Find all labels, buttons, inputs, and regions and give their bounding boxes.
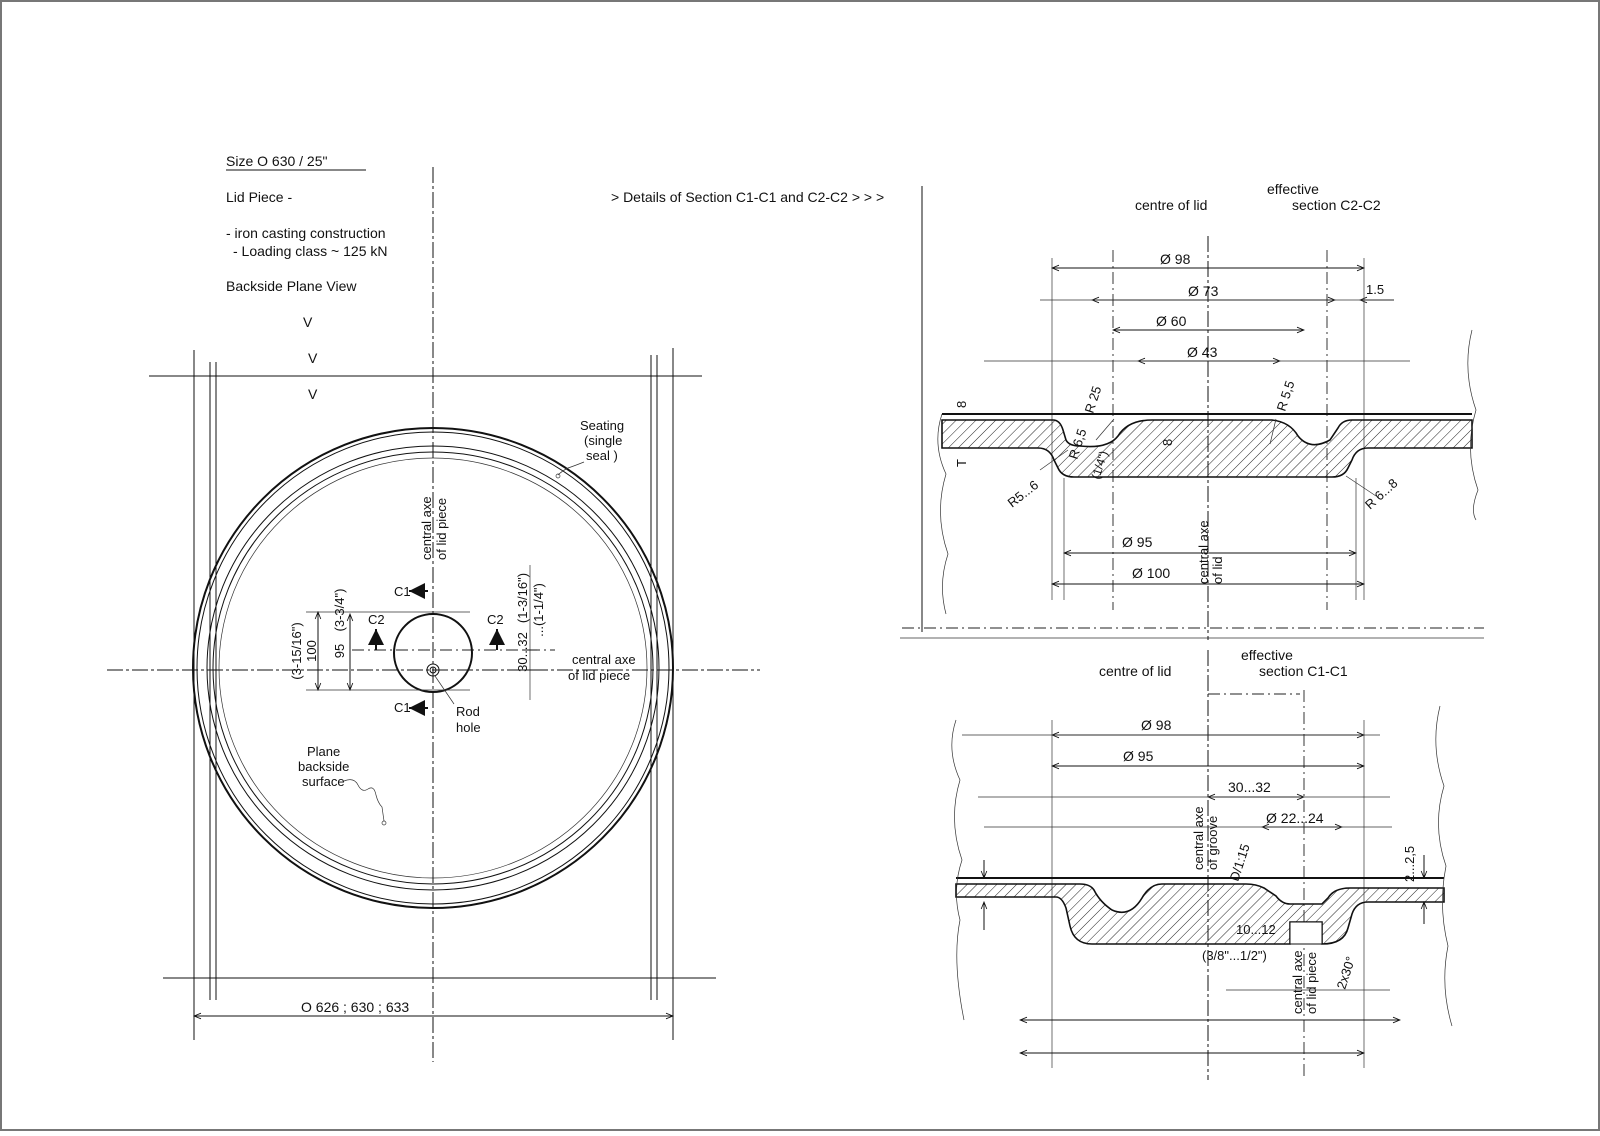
c2-left-label: C2 [368,612,385,627]
seating-leader-dot [555,473,561,479]
c2-r5-6: R5...6 [1005,477,1042,510]
rod-hole-boss [393,613,473,693]
plane-backside-label-2: backside [298,759,349,774]
rod-hole-label-1: Rod [456,704,480,719]
plan-axis-vertical-label-2: of lid piece [434,498,449,560]
rod-hole-circle [426,663,440,677]
view-label: Backside Plane View [226,278,357,294]
c2-r25: R 25 [1082,384,1105,415]
c2-r55: R 5,5 [1274,379,1298,413]
seating-label-1: Seating [580,418,624,433]
plane-backside-leader [343,779,385,822]
c1-cross-section [955,883,1445,945]
c2-dim-t: T [954,459,969,467]
c2-break-right [1467,329,1479,521]
c2-cross-section [941,419,1473,478]
plan-view: (3-15/16") 100 95 (3-3/4") 30...32 (1-3/… [107,167,760,1062]
dim-95-label: 95 [332,644,347,658]
dim-100-label: 100 [304,640,319,662]
seating-label-3: seal ) [586,448,618,463]
lid-piece-label: Lid Piece - [226,189,292,205]
dim-95-inch-label: (3-3/4") [332,589,347,632]
c1-centre-of-lid: centre of lid [1099,663,1171,679]
c1-effective: effective [1241,647,1293,663]
c2-d98-label: Ø 98 [1160,251,1191,267]
c2-section-name: section C2-C2 [1292,197,1381,213]
c1-section-name: section C1-C1 [1259,663,1348,679]
c2-break-left [937,413,949,615]
section-c1: centre of lid effective section C1-C1 Ø … [951,647,1453,1080]
rod-hole-label-2: hole [456,720,481,735]
c1-groove-axis-label-1: central axe [1191,806,1206,870]
c1-groove-axis-label-2: of groove [1205,816,1220,870]
dim-30-inch-label: (1-3/16") [515,573,530,623]
c2-right-label: C2 [487,612,504,627]
plan-axis-vertical-label-1: central axe [419,496,434,560]
c2-d100-label: Ø 100 [1132,565,1170,581]
plane-backside-leader-dot [381,820,387,826]
c2-r55-leader [1269,418,1277,445]
c1-dim-10-label: 10...12 [1236,922,1276,937]
rod-hole-inner [429,666,437,674]
c2-d73-label: Ø 73 [1188,283,1219,299]
c2-central-axe-2: of lid [1210,557,1225,584]
c1-central-axe-lid-2: of lid piece [1304,952,1319,1014]
dim-30-inch2-label: ...(1-1/4") [531,583,546,637]
c2-dim-8-left: 8 [954,401,969,408]
c1-groove [1289,921,1323,945]
c2-dim-1-5: 1.5 [1366,282,1384,297]
c2-d43-label: Ø 43 [1187,344,1218,360]
c2-dim-8-mid: 8 [1160,439,1175,446]
plane-backside-label-3: surface [302,774,345,789]
c1-slope-label: D/1:15 [1227,842,1253,883]
c2-d60-label: Ø 60 [1156,313,1187,329]
header-block: Size O 630 / 25" Lid Piece - - iron cast… [226,153,884,402]
size-label: Size O 630 / 25" [226,153,328,169]
c2-central-axe-1: central axe [1196,520,1211,584]
diameter-dimension-label: O 626 ; 630 ; 633 [301,999,409,1015]
loading-class-label: - Loading class ~ 125 kN [233,243,387,259]
view-arrow-3: V [308,386,318,402]
section-c2: centre of lid effective section C2-C2 Ø … [900,181,1484,640]
c2-centre-of-lid: centre of lid [1135,197,1207,213]
dim-100-inch-label: (3-15/16") [289,622,304,679]
c1-d22-label: Ø 22...24 [1266,810,1324,826]
construction-label: - iron casting construction [226,225,386,241]
c1-central-axe-lid-1: central axe [1290,950,1305,1014]
rod-hole-leader [434,675,455,705]
c1-break-left [951,719,965,1021]
c2-r25-leader [1095,418,1115,441]
c2-r5-6-leader [1039,449,1069,471]
c2-r6-8-leader [1345,475,1377,497]
c1-bottom-label: C1 [394,700,411,715]
view-arrow-1: V [303,314,313,330]
plan-axis-horizontal-label-1: central axe [572,652,636,667]
dim-30-label: 30...32 [515,632,530,672]
details-heading: > Details of Section C1-C1 and C2-C2 > >… [611,189,884,205]
c1-dim-2x30: 2x30° [1334,955,1359,991]
c2-r6-8: R 6...8 [1362,475,1400,512]
view-arrow-2: V [308,350,318,366]
plane-backside-label-1: Plane [307,744,340,759]
c2-d95-label: Ø 95 [1122,534,1153,550]
c2-effective: effective [1267,181,1319,197]
c1-top-label: C1 [394,584,411,599]
c1-break-right [1435,705,1453,1027]
c1-dim-30-label: 30...32 [1228,779,1271,795]
plan-axis-horizontal-label-2: of lid piece [568,668,630,683]
c1-d98-label: Ø 98 [1141,717,1172,733]
c1-dim-10-inch-label: (3/8"...1/2") [1202,948,1267,963]
seating-leader [557,461,585,476]
c1-dim-2-2-5: 2...2,5 [1402,846,1417,882]
c1-d95-label: Ø 95 [1123,748,1154,764]
seating-label-2: (single [584,433,622,448]
